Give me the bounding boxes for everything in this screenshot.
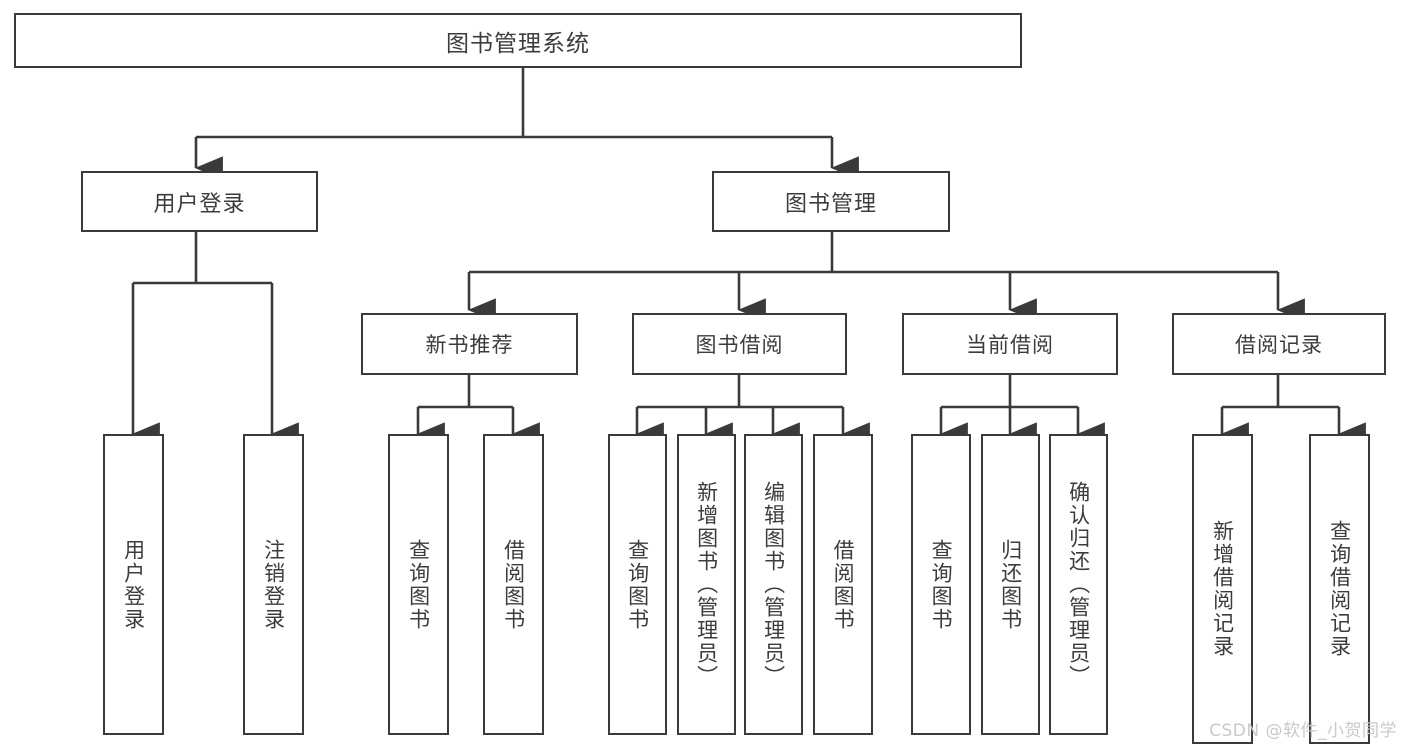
leaf-add-borrow-record[interactable]: 新增借阅记录 bbox=[1192, 434, 1253, 744]
node-root-book-management-system[interactable]: 图书管理系统 bbox=[14, 13, 1022, 68]
node-borrow-record[interactable]: 借阅记录 bbox=[1172, 313, 1386, 375]
node-label: 图书借阅 bbox=[695, 333, 784, 357]
leaf-label: 查询借阅记录 bbox=[1327, 520, 1352, 658]
leaf-label: 新增图书（管理员） bbox=[694, 481, 719, 688]
leaf-label: 归还图书 bbox=[998, 538, 1023, 631]
leaf-borrow-book-new-recommend[interactable]: 借阅图书 bbox=[483, 434, 544, 735]
leaf-query-book-new-recommend[interactable]: 查询图书 bbox=[388, 434, 449, 735]
node-label: 借阅记录 bbox=[1235, 333, 1323, 357]
leaf-label: 确认归还（管理员） bbox=[1066, 481, 1091, 688]
node-book-borrow[interactable]: 图书借阅 bbox=[632, 313, 847, 375]
leaf-label: 查询图书 bbox=[929, 538, 954, 631]
watermark-csdn: CSDN @软件_小贺同学 bbox=[1209, 721, 1397, 741]
leaf-query-book-current[interactable]: 查询图书 bbox=[911, 434, 971, 735]
leaf-edit-book-admin[interactable]: 编辑图书（管理员） bbox=[744, 434, 803, 735]
leaf-label: 借阅图书 bbox=[831, 538, 856, 631]
node-user-login[interactable]: 用户登录 bbox=[81, 171, 318, 232]
leaf-label: 新增借阅记录 bbox=[1210, 520, 1235, 658]
node-label: 新书推荐 bbox=[425, 333, 514, 357]
node-label: 图书管理系统 bbox=[446, 30, 590, 57]
leaf-label: 查询图书 bbox=[625, 538, 650, 631]
leaf-query-borrow-record[interactable]: 查询借阅记录 bbox=[1309, 434, 1370, 744]
node-label: 图书管理 bbox=[784, 191, 877, 217]
leaf-query-book-borrow[interactable]: 查询图书 bbox=[608, 434, 667, 735]
node-book-management[interactable]: 图书管理 bbox=[712, 171, 950, 232]
node-current-borrow[interactable]: 当前借阅 bbox=[902, 313, 1118, 375]
leaf-borrow-book[interactable]: 借阅图书 bbox=[813, 434, 873, 735]
leaf-label: 查询图书 bbox=[406, 538, 431, 631]
node-label: 当前借阅 bbox=[966, 333, 1054, 357]
leaf-logout-login[interactable]: 注销登录 bbox=[243, 434, 304, 735]
leaf-label: 借阅图书 bbox=[501, 538, 526, 631]
leaf-label: 注销登录 bbox=[261, 538, 286, 631]
node-new-book-recommend[interactable]: 新书推荐 bbox=[361, 313, 578, 375]
leaf-return-book[interactable]: 归还图书 bbox=[981, 434, 1040, 735]
node-label: 用户登录 bbox=[153, 191, 246, 217]
leaf-label: 编辑图书（管理员） bbox=[761, 481, 786, 688]
leaf-user-login[interactable]: 用户登录 bbox=[103, 434, 164, 735]
leaf-confirm-return-admin[interactable]: 确认归还（管理员） bbox=[1049, 434, 1108, 735]
leaf-add-book-admin[interactable]: 新增图书（管理员） bbox=[677, 434, 736, 735]
leaf-label: 用户登录 bbox=[121, 538, 146, 631]
